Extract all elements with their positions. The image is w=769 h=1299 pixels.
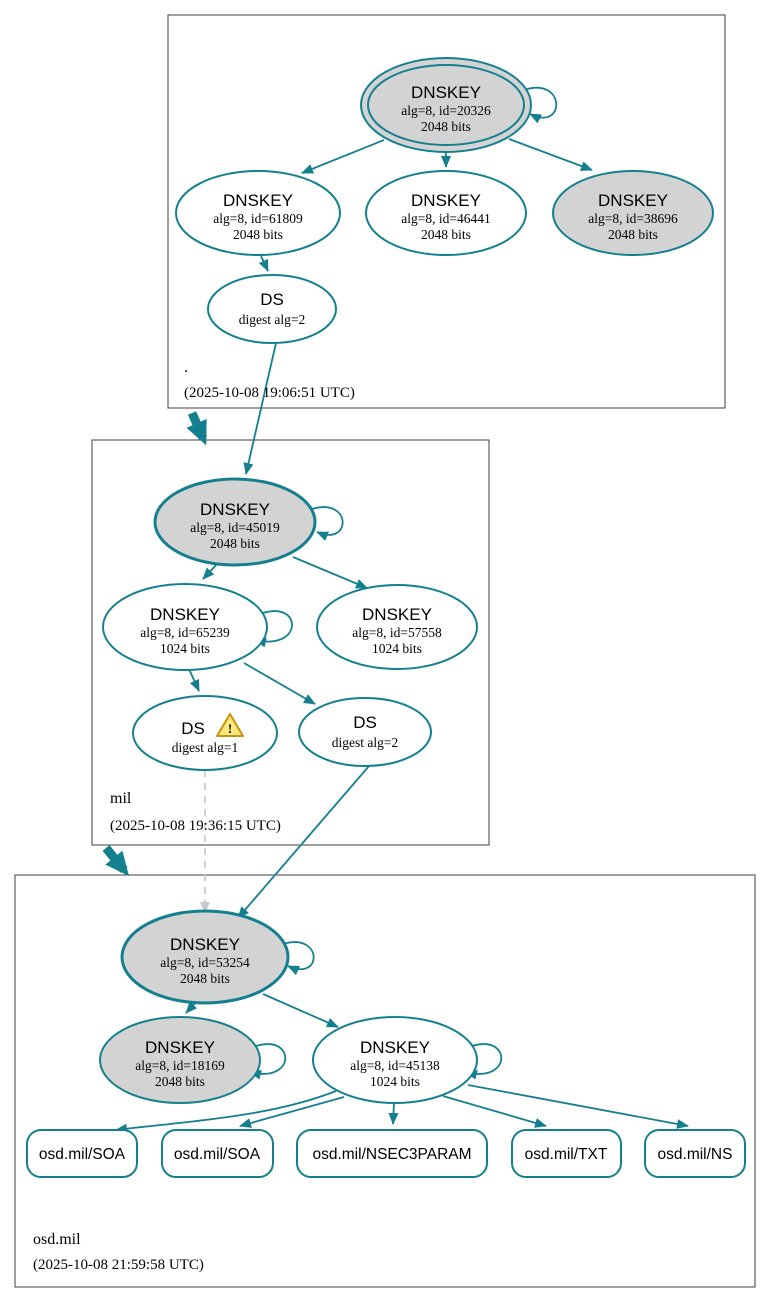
zone-timestamp-osd-mil: (2025-10-08 21:59:58 UTC) xyxy=(33,1257,204,1273)
edge-45019-to-57558 xyxy=(292,556,368,589)
node-ds-mil-alg2[interactable]: DS digest alg=2 xyxy=(298,697,432,767)
edge-ds-root-to-dnskey-45019 xyxy=(243,342,277,475)
svg-text:alg=8, id=53254: alg=8, id=53254 xyxy=(160,955,250,970)
rrset-osd-mil-soa-1[interactable]: osd.mil/SOA xyxy=(26,1129,138,1178)
edge-61809-to-ds xyxy=(258,255,269,272)
svg-text:alg=8, id=45138: alg=8, id=45138 xyxy=(350,1058,440,1073)
zone-timestamp-root: (2025-10-08 19:06:51 UTC) xyxy=(184,385,355,401)
svg-text:DNSKEY: DNSKEY xyxy=(170,935,240,954)
svg-text:DNSKEY: DNSKEY xyxy=(598,191,668,210)
edge-45138-to-soa1 xyxy=(115,1090,337,1134)
node-dnskey-38696[interactable]: DNSKEY alg=8, id=38696 2048 bits xyxy=(552,170,714,256)
selfloop-dnskey-65239 xyxy=(254,610,293,648)
svg-text:DNSKEY: DNSKEY xyxy=(411,83,481,102)
svg-text:alg=8, id=45019: alg=8, id=45019 xyxy=(190,520,280,535)
svg-text:2048 bits: 2048 bits xyxy=(180,971,230,986)
svg-text:2048 bits: 2048 bits xyxy=(210,536,260,551)
edge-ds-mil-alg2-to-dnskey-53254 xyxy=(237,765,370,919)
selfloop-dnskey-18169 xyxy=(249,1043,287,1080)
svg-text:DS: DS xyxy=(181,719,205,738)
svg-text:osd.mil/SOA: osd.mil/SOA xyxy=(174,1146,261,1163)
zone-label-mil: mil xyxy=(110,790,132,807)
node-dnskey-57558[interactable]: DNSKEY alg=8, id=57558 1024 bits xyxy=(316,584,478,670)
svg-text:1024 bits: 1024 bits xyxy=(372,641,422,656)
warning-icon: ! xyxy=(216,713,244,737)
edge-53254-to-45138 xyxy=(262,993,339,1028)
node-ds-root[interactable]: DS digest alg=2 xyxy=(207,274,337,344)
selfloop-dnskey-45019 xyxy=(311,506,344,541)
svg-text:DNSKEY: DNSKEY xyxy=(200,500,270,519)
edge-45138-to-txt xyxy=(442,1095,547,1128)
edge-20326-to-61809 xyxy=(301,139,385,174)
node-ds-mil-alg1[interactable]: DS ! digest alg=1 xyxy=(132,695,278,771)
svg-text:osd.mil/SOA: osd.mil/SOA xyxy=(39,1146,126,1163)
svg-text:DNSKEY: DNSKEY xyxy=(150,605,220,624)
svg-text:!: ! xyxy=(228,721,232,736)
delegation-arrow-root-to-mil xyxy=(186,411,208,446)
rrset-osd-mil-nsec3param[interactable]: osd.mil/NSEC3PARAM xyxy=(296,1129,488,1178)
node-dnskey-45019[interactable]: DNSKEY alg=8, id=45019 2048 bits xyxy=(153,477,317,567)
node-dnskey-65239[interactable]: DNSKEY alg=8, id=65239 1024 bits xyxy=(102,583,268,671)
zone-mil: DNSKEY alg=8, id=45019 2048 bits DNSKEY … xyxy=(102,477,478,834)
svg-text:DS: DS xyxy=(260,290,284,309)
edge-65239-to-ds-alg1 xyxy=(188,668,200,692)
svg-text:DS: DS xyxy=(353,713,377,732)
node-dnskey-61809[interactable]: DNSKEY alg=8, id=61809 2048 bits xyxy=(175,170,341,256)
rrset-osd-mil-soa-2[interactable]: osd.mil/SOA xyxy=(161,1129,274,1178)
svg-text:alg=8, id=38696: alg=8, id=38696 xyxy=(588,211,678,226)
svg-text:digest alg=2: digest alg=2 xyxy=(332,735,398,750)
svg-text:alg=8, id=20326: alg=8, id=20326 xyxy=(401,103,491,118)
edge-20326-to-38696 xyxy=(508,138,593,171)
svg-text:DNSKEY: DNSKEY xyxy=(223,191,293,210)
svg-text:alg=8, id=57558: alg=8, id=57558 xyxy=(352,625,442,640)
node-dnskey-46441[interactable]: DNSKEY alg=8, id=46441 2048 bits xyxy=(365,170,527,256)
svg-text:alg=8, id=61809: alg=8, id=61809 xyxy=(213,211,303,226)
rrset-osd-mil-txt[interactable]: osd.mil/TXT xyxy=(511,1129,622,1178)
svg-text:DNSKEY: DNSKEY xyxy=(360,1038,430,1057)
edge-45138-to-ns xyxy=(467,1084,689,1129)
delegation-arrow-mil-to-osd xyxy=(102,845,130,877)
svg-text:alg=8, id=46441: alg=8, id=46441 xyxy=(401,211,490,226)
edge-65239-to-ds-alg2 xyxy=(243,662,316,705)
svg-text:osd.mil/TXT: osd.mil/TXT xyxy=(525,1146,608,1163)
svg-text:1024 bits: 1024 bits xyxy=(370,1074,420,1089)
svg-text:2048 bits: 2048 bits xyxy=(155,1074,205,1089)
svg-text:alg=8, id=65239: alg=8, id=65239 xyxy=(140,625,230,640)
rrset-osd-mil-ns[interactable]: osd.mil/NS xyxy=(644,1129,746,1178)
svg-text:DNSKEY: DNSKEY xyxy=(145,1038,215,1057)
svg-text:2048 bits: 2048 bits xyxy=(608,227,658,242)
selfloop-dnskey-53254 xyxy=(282,941,315,976)
svg-text:digest alg=1: digest alg=1 xyxy=(172,740,238,755)
zone-osd-mil: DNSKEY alg=8, id=53254 2048 bits DNSKEY … xyxy=(26,909,746,1273)
edge-45138-to-nsec3param xyxy=(388,1102,399,1125)
svg-text:DNSKEY: DNSKEY xyxy=(362,605,432,624)
zone-timestamp-mil: (2025-10-08 19:36:15 UTC) xyxy=(110,818,281,834)
svg-text:2048 bits: 2048 bits xyxy=(233,227,283,242)
svg-text:DNSKEY: DNSKEY xyxy=(411,191,481,210)
selfloop-dnskey-20326 xyxy=(523,86,558,124)
edge-45138-to-soa2 xyxy=(239,1096,345,1128)
selfloop-dnskey-45138 xyxy=(465,1043,503,1080)
zone-label-osd-mil: osd.mil xyxy=(33,1231,81,1248)
svg-text:1024 bits: 1024 bits xyxy=(160,641,210,656)
zone-label-root: . xyxy=(184,359,188,376)
node-dnskey-53254[interactable]: DNSKEY alg=8, id=53254 2048 bits xyxy=(120,909,290,1005)
node-dnskey-20326[interactable]: DNSKEY alg=8, id=20326 2048 bits xyxy=(360,57,532,153)
svg-text:2048 bits: 2048 bits xyxy=(421,227,471,242)
svg-text:osd.mil/NS: osd.mil/NS xyxy=(658,1146,733,1163)
svg-text:alg=8, id=18169: alg=8, id=18169 xyxy=(135,1058,225,1073)
edge-45019-to-65239 xyxy=(202,562,219,580)
node-dnskey-45138[interactable]: DNSKEY alg=8, id=45138 1024 bits xyxy=(312,1016,478,1104)
svg-text:digest alg=2: digest alg=2 xyxy=(239,312,305,327)
svg-text:2048 bits: 2048 bits xyxy=(421,119,471,134)
svg-text:osd.mil/NSEC3PARAM: osd.mil/NSEC3PARAM xyxy=(312,1146,471,1163)
zone-root: DNSKEY alg=8, id=20326 2048 bits DNSKEY … xyxy=(175,57,714,401)
node-dnskey-18169[interactable]: DNSKEY alg=8, id=18169 2048 bits xyxy=(99,1016,261,1104)
